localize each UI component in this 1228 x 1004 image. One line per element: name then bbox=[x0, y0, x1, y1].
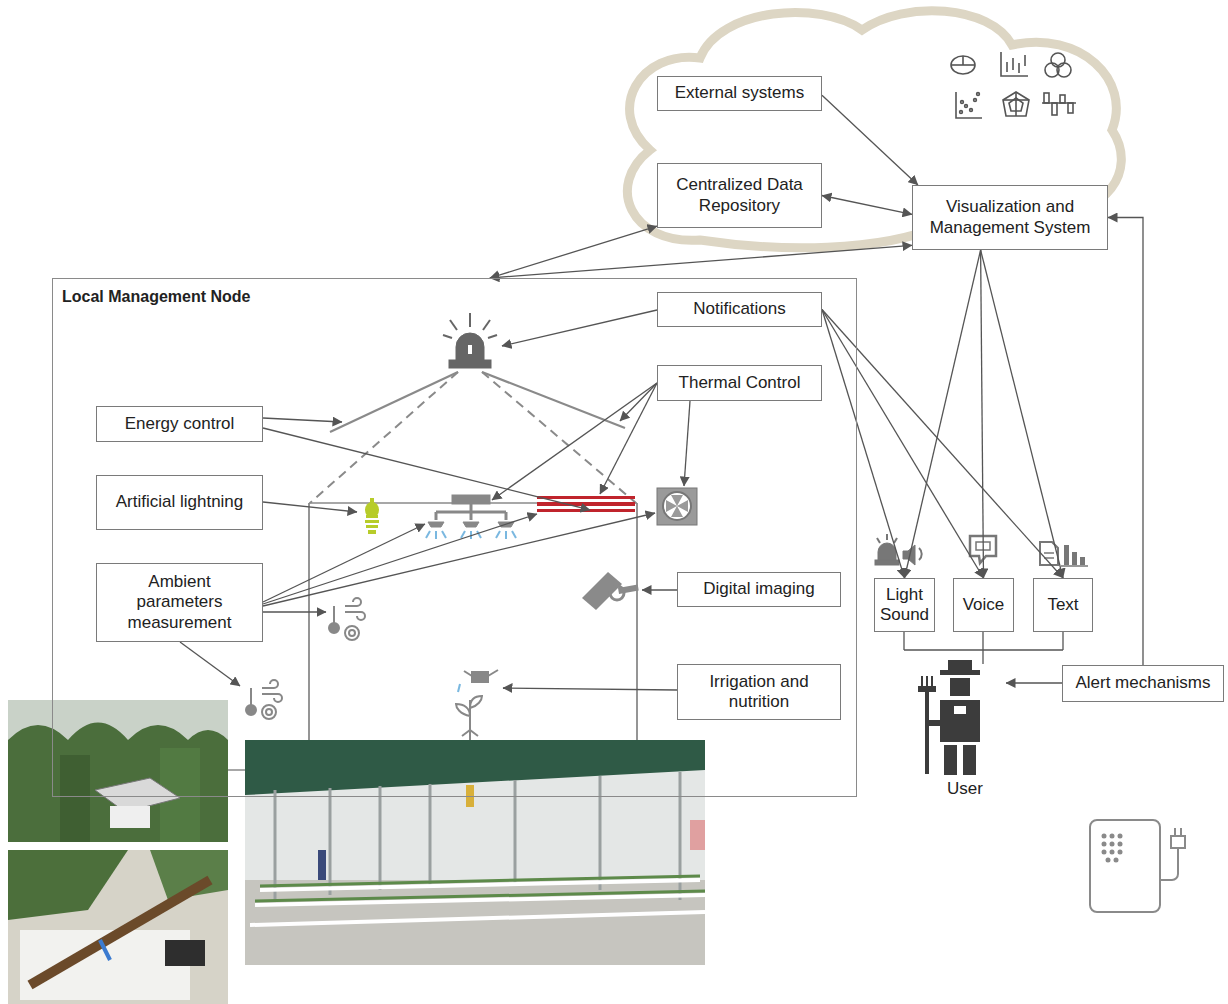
box-label: Centralized Data Repository bbox=[664, 175, 815, 216]
box-label: Irrigation and nutrition bbox=[684, 672, 834, 713]
process-box: Energy control bbox=[96, 406, 263, 442]
box-label: Digital imaging bbox=[703, 579, 815, 599]
box-label: Alert mechanisms bbox=[1075, 673, 1210, 693]
box-label: External systems bbox=[675, 83, 804, 103]
leader-arrows bbox=[180, 310, 1062, 690]
photo bbox=[245, 740, 705, 965]
process-box: Text bbox=[1033, 578, 1093, 632]
alert-device bbox=[1090, 820, 1185, 912]
farmer-figure bbox=[918, 660, 980, 775]
box-label: Ambient parameters measurement bbox=[111, 572, 248, 633]
cloud-outline bbox=[627, 11, 1121, 248]
process-box: Artificial lightning bbox=[96, 475, 263, 530]
process-box: Notifications bbox=[657, 292, 822, 327]
process-box: Light Sound bbox=[874, 578, 935, 632]
connector bbox=[490, 226, 657, 278]
connector bbox=[981, 250, 984, 578]
process-box: Digital imaging bbox=[677, 572, 841, 607]
process-box: External systems bbox=[657, 76, 822, 111]
sprinkler bbox=[426, 495, 516, 539]
connector bbox=[490, 245, 912, 278]
connector bbox=[822, 310, 984, 579]
alarm-beacon bbox=[443, 313, 497, 368]
sensor-icon bbox=[329, 598, 365, 640]
chart-icons bbox=[951, 52, 1076, 118]
photo bbox=[8, 700, 228, 842]
photo-leader bbox=[228, 769, 245, 770]
fan bbox=[657, 488, 697, 525]
box-label: Voice bbox=[963, 595, 1005, 615]
sensor-icon bbox=[246, 680, 282, 719]
process-box: Voice bbox=[953, 578, 1014, 632]
box-label: Notifications bbox=[693, 299, 786, 319]
box-label: Artificial lightning bbox=[116, 492, 244, 512]
process-box: Centralized Data Repository bbox=[657, 163, 822, 228]
box-label: Light Sound bbox=[880, 585, 929, 626]
connector bbox=[981, 250, 1063, 578]
process-box: Thermal Control bbox=[657, 365, 822, 401]
box-label: Text bbox=[1047, 595, 1078, 615]
group-region: Local Management NodeNotificationsTherma… bbox=[52, 278, 857, 797]
process-box: Alert mechanisms bbox=[1062, 665, 1224, 702]
process-box: Irrigation and nutrition bbox=[677, 664, 841, 720]
plant-watering bbox=[456, 670, 498, 740]
camera bbox=[582, 572, 639, 610]
connector bbox=[1108, 218, 1143, 666]
box-label: Energy control bbox=[125, 414, 235, 434]
group-heading: Local Management Node bbox=[62, 288, 250, 306]
figure-label: User bbox=[947, 779, 983, 799]
process-box: Visualization and Management System bbox=[912, 185, 1108, 250]
light-bulb bbox=[365, 498, 379, 534]
connector bbox=[822, 95, 918, 185]
connector bbox=[822, 196, 912, 215]
box-label: Visualization and Management System bbox=[919, 197, 1101, 238]
box-label: Thermal Control bbox=[679, 373, 801, 393]
bracket bbox=[904, 632, 1063, 664]
connector bbox=[822, 310, 1063, 579]
connector bbox=[822, 310, 905, 579]
process-box: Ambient parameters measurement bbox=[96, 563, 263, 642]
photo bbox=[8, 850, 228, 1004]
